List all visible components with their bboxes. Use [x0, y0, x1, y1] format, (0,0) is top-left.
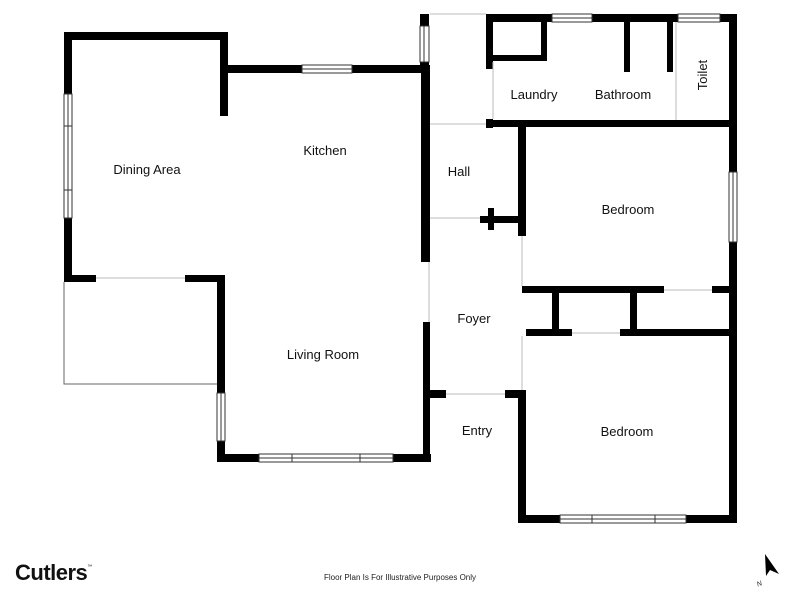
- wall: [64, 218, 72, 282]
- wall: [492, 55, 547, 61]
- room-label-hall: Hall: [448, 164, 471, 179]
- room-labels: Dining Area Kitchen Living Room Hall Lau…: [113, 59, 710, 439]
- wall: [720, 14, 737, 22]
- patio-outline: [63, 282, 217, 385]
- wall: [518, 390, 526, 523]
- wall: [421, 65, 430, 262]
- wall: [592, 14, 678, 22]
- brand-logo: Cutlers™: [15, 560, 92, 586]
- room-label-bedroom: Bedroom: [601, 424, 654, 439]
- logo-text: Cutlers: [15, 560, 88, 585]
- window: [216, 392, 226, 442]
- wall: [541, 14, 547, 61]
- wall: [518, 120, 526, 236]
- window: [551, 13, 593, 23]
- wall: [420, 62, 429, 72]
- wall: [667, 14, 673, 72]
- thin-lines: [63, 13, 712, 395]
- room-label-living-room: Living Room: [287, 347, 359, 362]
- disclaimer-text: Floor Plan Is For Illustrative Purposes …: [323, 573, 477, 582]
- window: [301, 64, 353, 74]
- room-label-toilet: Toilet: [695, 59, 710, 90]
- wall: [630, 286, 637, 336]
- room-label-bathroom: Bathroom: [595, 87, 651, 102]
- windows: [63, 13, 738, 524]
- wall: [64, 275, 96, 282]
- wall: [217, 275, 225, 393]
- wall: [552, 286, 559, 336]
- wall: [185, 275, 225, 282]
- wall: [620, 329, 737, 336]
- room-label-kitchen: Kitchen: [303, 143, 346, 158]
- room-label-foyer: Foyer: [457, 311, 491, 326]
- wall: [712, 286, 737, 293]
- wall: [64, 32, 72, 94]
- window: [559, 514, 687, 524]
- room-label-entry: Entry: [462, 423, 493, 438]
- window: [419, 25, 430, 63]
- trademark-mark: ™: [87, 564, 92, 570]
- wall: [217, 441, 225, 462]
- north-arrow-icon: N: [756, 554, 779, 588]
- window: [677, 13, 721, 23]
- window: [728, 171, 738, 243]
- wall: [522, 286, 664, 293]
- walls: [64, 14, 737, 523]
- room-label-bedroom: Bedroom: [602, 202, 655, 217]
- north-label: N: [756, 580, 764, 588]
- wall: [493, 120, 737, 127]
- wall: [64, 32, 228, 40]
- wall: [429, 390, 446, 398]
- wall: [729, 14, 737, 172]
- wall: [488, 208, 494, 230]
- wall: [420, 14, 429, 26]
- wall: [217, 454, 259, 462]
- room-label-laundry: Laundry: [511, 87, 558, 102]
- wall: [686, 515, 737, 523]
- wall: [729, 329, 737, 523]
- wall: [393, 454, 431, 462]
- wall: [352, 65, 430, 73]
- window: [258, 453, 394, 463]
- wall: [220, 32, 228, 116]
- wall: [526, 329, 572, 336]
- wall: [505, 390, 526, 398]
- wall: [624, 14, 630, 72]
- north-arrow-shape: [765, 554, 779, 576]
- wall: [486, 119, 493, 128]
- window: [63, 93, 73, 219]
- wall: [486, 14, 552, 22]
- wall: [220, 65, 302, 73]
- wall: [518, 515, 560, 523]
- wall: [480, 216, 526, 223]
- room-label-dining-area: Dining Area: [113, 162, 181, 177]
- wall: [423, 322, 430, 462]
- wall: [486, 14, 493, 69]
